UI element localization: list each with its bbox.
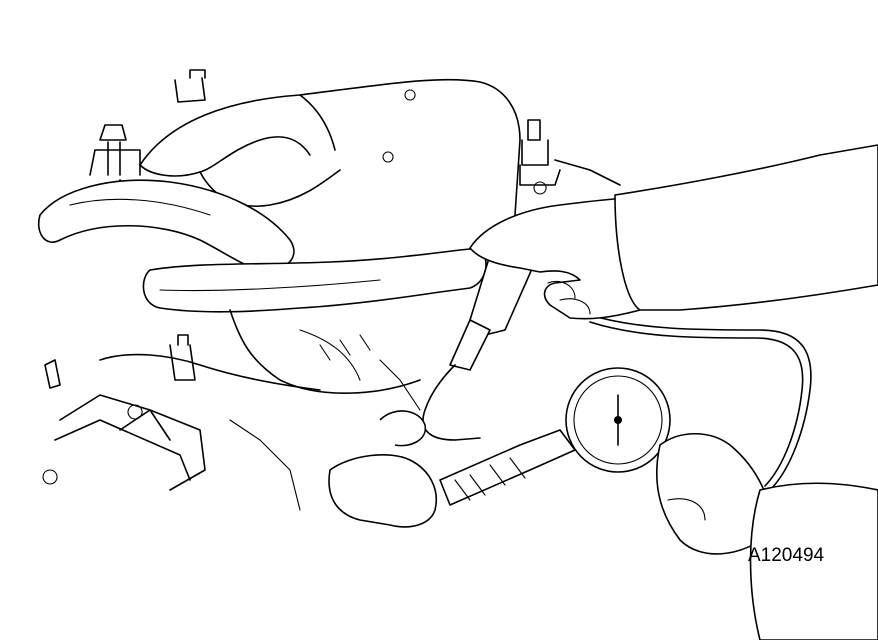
fuel-line-connector	[379, 249, 536, 447]
fuel-fitting	[519, 119, 621, 195]
air-hose	[38, 179, 487, 313]
upper-hand	[469, 144, 878, 320]
gauge-hose	[589, 314, 812, 491]
engine-block	[42, 309, 421, 511]
center-lower-hand	[328, 429, 576, 528]
lower-hand	[656, 433, 878, 640]
bolt-left	[89, 124, 141, 176]
figure-id-label: A120494	[748, 545, 825, 566]
